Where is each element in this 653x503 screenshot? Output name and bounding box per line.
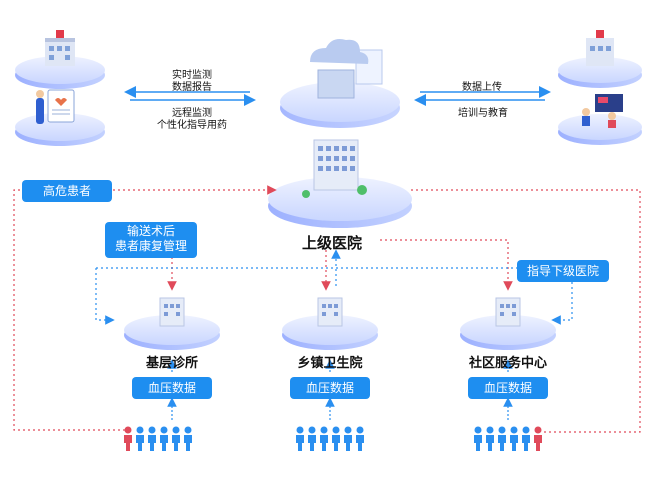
upper-hospital-icon <box>268 139 412 228</box>
person-head <box>344 426 352 434</box>
person-body <box>160 435 168 451</box>
top-left-clipboard-icon <box>15 89 105 146</box>
community-patients-icon <box>474 426 542 451</box>
person-body <box>534 435 542 451</box>
person-head <box>296 426 304 434</box>
person-body <box>296 435 304 451</box>
clinic-platform-icon <box>124 297 220 350</box>
high-risk-patients-tag: 高危患者 <box>22 180 112 202</box>
person-body <box>172 435 180 451</box>
clinic-bp-data-tag: 血压数据 <box>132 377 212 399</box>
person-head <box>486 426 494 434</box>
guide-lower-hospital-tag: 指导下级医院 <box>517 260 609 282</box>
person-head <box>124 426 132 434</box>
personalized-medication-label: 个性化指导用药 <box>157 120 227 131</box>
postop-line1: 输送术后 <box>126 224 175 238</box>
community-platform-icon <box>460 297 556 350</box>
person-body <box>474 435 482 451</box>
community-bp-data-tag: 血压数据 <box>468 377 548 399</box>
realtime-monitor-label: 实时监测 <box>172 70 212 81</box>
township-label: 乡镇卫生院 <box>297 356 363 371</box>
person-head <box>522 426 530 434</box>
hospital-to-community-red-line <box>380 239 513 291</box>
person-body <box>320 435 328 451</box>
data-upload-label: 数据上传 <box>462 82 502 93</box>
classroom-training-icon <box>558 94 642 145</box>
person-head <box>136 426 144 434</box>
person-body <box>486 435 494 451</box>
postop-rehab-tag: 输送术后 患者康复管理 <box>105 222 197 258</box>
person-body <box>510 435 518 451</box>
person-head <box>172 426 180 434</box>
person-body <box>136 435 144 451</box>
high-risk-loop-line <box>13 185 277 431</box>
training-education-label: 培训与教育 <box>458 108 508 119</box>
clinic-patients-icon <box>124 426 192 451</box>
person-body <box>308 435 316 451</box>
clinic-label: 基层诊所 <box>145 356 198 371</box>
data-report-label: 数据报告 <box>172 82 212 93</box>
person-body <box>522 435 530 451</box>
top-left-hospital-icon <box>15 30 105 89</box>
upper-hospital-label: 上级医院 <box>302 234 363 252</box>
person-head <box>498 426 506 434</box>
person-head <box>308 426 316 434</box>
person-head <box>184 426 192 434</box>
guide-left-line <box>95 268 115 325</box>
guide-top-line <box>96 267 573 325</box>
person-body <box>332 435 340 451</box>
township-platform-icon <box>282 297 378 350</box>
person-head <box>148 426 156 434</box>
person-head <box>510 426 518 434</box>
person-body <box>498 435 506 451</box>
person-body <box>124 435 132 451</box>
person-body <box>356 435 364 451</box>
person-head <box>534 426 542 434</box>
person-head <box>332 426 340 434</box>
person-body <box>184 435 192 451</box>
person-head <box>356 426 364 434</box>
township-patients-icon <box>296 426 364 451</box>
cloud-server-icon <box>280 39 400 128</box>
right-loop-line <box>408 189 641 433</box>
person-head <box>474 426 482 434</box>
postop-line2: 患者康复管理 <box>114 239 187 253</box>
community-label: 社区服务中心 <box>468 356 547 371</box>
top-right-hospital-icon <box>558 30 642 88</box>
person-head <box>320 426 328 434</box>
township-bp-data-tag: 血压数据 <box>290 377 370 399</box>
person-body <box>344 435 352 451</box>
person-body <box>148 435 156 451</box>
person-head <box>160 426 168 434</box>
remote-monitor-label: 远程监测 <box>172 108 212 119</box>
